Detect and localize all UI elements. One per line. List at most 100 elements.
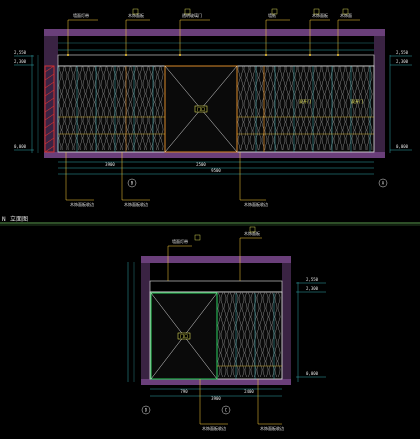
wood-grain-line xyxy=(264,65,268,151)
upper-right-level-top-1: 2,550 xyxy=(396,50,409,55)
wood-grain-line xyxy=(223,292,227,378)
wood-grain-line xyxy=(265,292,269,378)
upper-ceiling-strip xyxy=(57,54,375,67)
upper-bottom-note-3: 木饰面板收边 xyxy=(244,201,268,207)
wood-grain-line xyxy=(243,65,247,151)
upper-callout-3: 透明玻璃门 xyxy=(182,12,202,18)
wood-grain-line xyxy=(297,65,301,151)
wood-grain-line xyxy=(82,65,86,151)
upper-callout-1: 墙面灯带 xyxy=(73,12,89,18)
upper-door-label-2: 双开门 xyxy=(351,98,363,104)
wood-grain-line xyxy=(333,65,337,151)
wood-grain-line xyxy=(327,65,331,151)
wood-grain-line xyxy=(145,65,149,151)
lower-right-wall xyxy=(282,256,291,385)
wood-grain-line xyxy=(136,65,140,151)
wood-grain-line xyxy=(232,292,236,378)
section-title-prefix: N xyxy=(2,216,6,223)
upper-dim-1: 3900 xyxy=(105,162,115,167)
wood-grain-line xyxy=(142,65,146,151)
upper-ceiling-slab xyxy=(44,29,385,36)
wood-grain-line xyxy=(258,65,262,151)
wood-grain-line xyxy=(238,292,242,378)
upper-center-tag-box xyxy=(194,105,208,113)
section-title-text: 立面图 xyxy=(10,215,28,223)
wood-grain-line xyxy=(237,65,241,151)
wood-grain-line xyxy=(270,65,274,151)
upper-right-levels: 2,550 2,300 0,000 xyxy=(389,50,412,153)
wood-grain-line xyxy=(61,65,65,151)
lower-marker-c-label: C xyxy=(225,408,228,413)
upper-left-wall xyxy=(44,29,58,158)
wood-grain-line xyxy=(360,65,364,151)
wood-grain-line xyxy=(256,292,260,378)
wood-grain-line xyxy=(85,65,89,151)
wood-grain-line xyxy=(241,292,245,378)
wood-grain-line xyxy=(324,65,328,151)
upper-door-label-1: 双开门 xyxy=(299,98,311,104)
lower-right-levels: 2,550 2,300 0,000 xyxy=(296,277,326,382)
upper-right-wall xyxy=(374,29,385,158)
wood-grain-line xyxy=(229,292,233,378)
wood-grain-line xyxy=(345,65,349,151)
wood-grain-line xyxy=(70,65,74,151)
lower-callout-1: 墙面灯带 xyxy=(172,238,188,244)
wood-grain-line xyxy=(115,65,119,151)
wood-grain-line xyxy=(277,292,281,378)
wood-grain-line xyxy=(363,65,367,151)
wood-grain-line xyxy=(253,292,257,378)
lower-marker-d xyxy=(141,405,151,415)
upper-bottom-note-2: 木饰面板收边 xyxy=(124,201,148,207)
wood-grain-line xyxy=(226,292,230,378)
wood-grain-line xyxy=(288,65,292,151)
wood-grain-line xyxy=(259,292,263,378)
wood-grain-line xyxy=(282,65,286,151)
upper-right-panels xyxy=(236,65,373,152)
wood-grain-line xyxy=(76,65,80,151)
upper-left-panels xyxy=(57,65,164,152)
upper-callout-5: 木饰面板 xyxy=(312,12,328,18)
lower-ceiling-strip xyxy=(149,280,283,293)
wood-grain-line xyxy=(252,65,256,151)
wood-grain-line xyxy=(274,292,278,378)
wood-grain-line xyxy=(268,292,272,378)
wood-grain-line xyxy=(73,65,77,151)
upper-elevation: 门口 双开门 双开门 墙面灯带 木饰面板 透明玻璃门 墙纸 xyxy=(14,8,412,207)
wood-grain-line xyxy=(244,292,248,378)
upper-marker-a-label: A xyxy=(382,181,385,186)
lower-elevation: 门口 墙面灯带 木饰面板 2,550 2,300 0,000 xyxy=(127,226,326,431)
wood-grain-line xyxy=(247,292,251,378)
upper-marker-a xyxy=(378,178,388,188)
wood-grain-line xyxy=(276,65,280,151)
wood-grain-line xyxy=(121,65,125,151)
upper-left-column xyxy=(44,65,55,153)
wood-grain-line xyxy=(336,65,340,151)
wood-grain-line xyxy=(303,65,307,151)
lower-ceiling-slab xyxy=(141,256,291,263)
wood-grain-line xyxy=(118,65,122,151)
upper-dim-3: 9500 xyxy=(211,168,221,173)
upper-wall-frame xyxy=(57,65,375,153)
lower-level-bottom-1: 0,000 xyxy=(306,371,319,376)
wood-grain-line xyxy=(217,292,221,378)
lower-marker-c xyxy=(221,405,231,415)
lower-floor-slab xyxy=(141,379,291,385)
wood-grain-line xyxy=(321,65,325,151)
section-title: N 立面图 xyxy=(0,215,420,226)
wood-grain-line xyxy=(339,65,343,151)
upper-center-tag: 门口 xyxy=(197,106,205,112)
wood-grain-line xyxy=(148,65,152,151)
wood-grain-line xyxy=(97,65,101,151)
wood-grain-line xyxy=(240,65,244,151)
upper-right-level-top-2: 2,300 xyxy=(396,59,409,64)
wood-grain-line xyxy=(127,65,131,151)
upper-callout-2: 木饰面板 xyxy=(128,12,144,18)
lower-left-wall xyxy=(141,256,150,385)
lower-wall-frame xyxy=(149,291,283,380)
upper-callout-4: 墙纸 xyxy=(268,12,276,18)
wood-grain-line xyxy=(94,65,98,151)
wood-grain-line xyxy=(139,65,143,151)
wood-grain-line xyxy=(249,65,253,151)
wood-grain-line xyxy=(58,65,62,151)
lower-center-tag: 门口 xyxy=(180,333,188,339)
